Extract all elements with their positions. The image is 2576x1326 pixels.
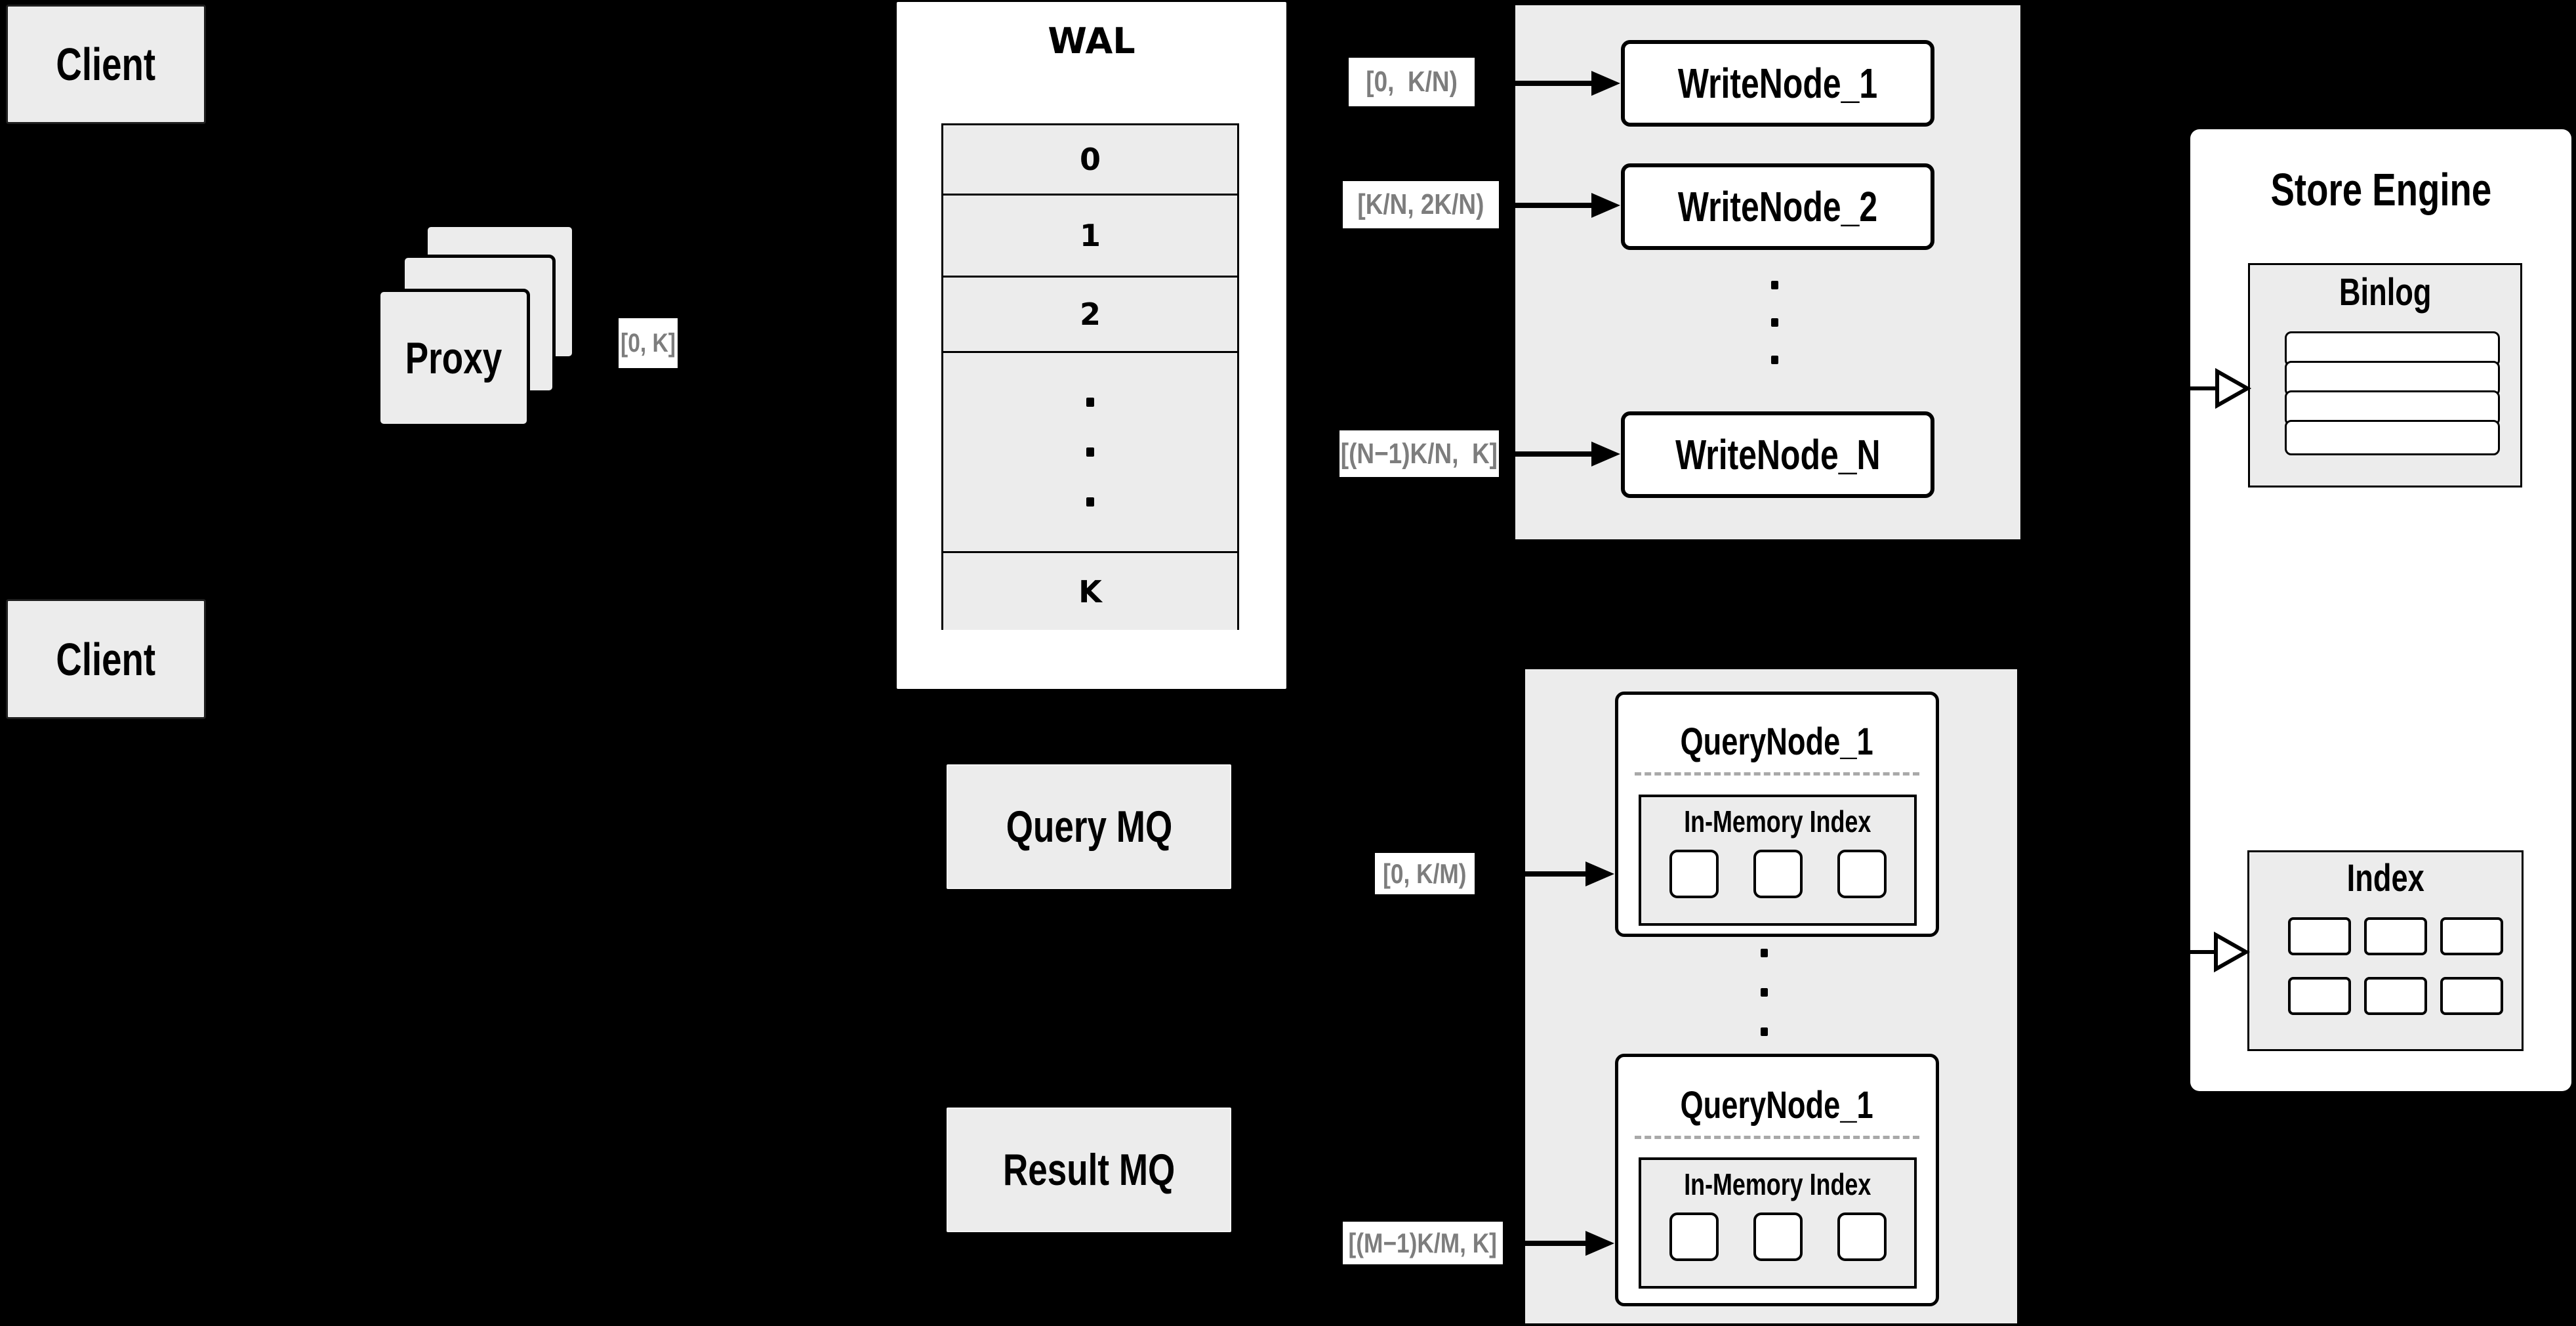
binlog-row [2285, 420, 2500, 455]
store-engine-title: Store Engine [2270, 164, 2491, 215]
wal-row: 2 [943, 276, 1237, 351]
ellipsis-dots [1086, 398, 1094, 507]
segment-box [1669, 850, 1719, 898]
ellipsis-dots-query [1761, 949, 1768, 1036]
ellipsis-dots-write [1771, 281, 1778, 364]
segment-box [1669, 1212, 1719, 1261]
index-cell [2288, 977, 2351, 1015]
wal-row: K [943, 551, 1237, 630]
segment-box [1837, 1212, 1887, 1261]
client-label: Client [56, 39, 156, 90]
proxy-label: Proxy [405, 333, 502, 383]
index-panel: Index [2247, 850, 2524, 1051]
store-engine-panel: Store Engine Binlog Index [2190, 129, 2571, 1091]
segment-row [1641, 850, 1914, 898]
wal-table: 0 1 2 K [941, 123, 1239, 630]
write-node-box-n: WriteNode_N [1621, 411, 1934, 498]
query-node-box-1: QueryNode_1 In-Memory Index [1615, 692, 1939, 937]
dashed-divider [1635, 772, 1919, 776]
segment-box [1753, 850, 1803, 898]
wal-dots-row [943, 351, 1237, 551]
wal-panel: WAL 0 1 2 K [897, 2, 1286, 689]
client-box-bottom: Client [6, 599, 206, 719]
binlog-panel: Binlog [2248, 263, 2522, 487]
range-chip-query-m: [(M−1)K/M, K] [1343, 1222, 1503, 1264]
index-title: Index [2346, 857, 2424, 900]
in-memory-index-title: In-Memory Index [1684, 804, 1871, 839]
wal-row: 0 [943, 125, 1237, 194]
wal-row: 1 [943, 194, 1237, 276]
write-node-box-1: WriteNode_1 [1621, 40, 1934, 127]
client-label: Client [56, 633, 156, 685]
query-node-title: QueryNode_1 [1680, 1084, 1874, 1127]
range-chip-write-2: [K/N, 2K/N) [1343, 181, 1499, 228]
client-box-top: Client [6, 5, 206, 124]
binlog-title: Binlog [2339, 271, 2432, 314]
in-memory-index-panel: In-Memory Index [1639, 1157, 1917, 1289]
index-cell [2440, 977, 2503, 1015]
index-cell [2364, 977, 2427, 1015]
range-chip-proxy: [0, K] [619, 318, 678, 368]
write-node-box-2: WriteNode_2 [1621, 163, 1934, 250]
dashed-divider [1635, 1136, 1919, 1139]
index-cell [2440, 917, 2503, 955]
in-memory-index-panel: In-Memory Index [1639, 795, 1917, 926]
query-mq-box: Query MQ [947, 764, 1231, 889]
range-chip-query-1: [0, K/M) [1375, 853, 1475, 894]
range-chip-write-1: [0, K/N) [1349, 58, 1475, 106]
segment-box [1837, 850, 1887, 898]
range-chip-write-n: [(N−1)K/N, K] [1339, 430, 1499, 477]
index-cell [2288, 917, 2351, 955]
segment-box [1753, 1212, 1803, 1261]
proxy-card-front: Proxy [377, 289, 530, 427]
wal-title: WAL [1048, 20, 1135, 62]
segment-row [1641, 1212, 1914, 1261]
query-node-title: QueryNode_1 [1680, 720, 1874, 763]
query-node-box-2: QueryNode_1 In-Memory Index [1615, 1054, 1939, 1306]
result-mq-box: Result MQ [947, 1108, 1231, 1232]
index-cell [2364, 917, 2427, 955]
in-memory-index-title: In-Memory Index [1684, 1167, 1871, 1201]
